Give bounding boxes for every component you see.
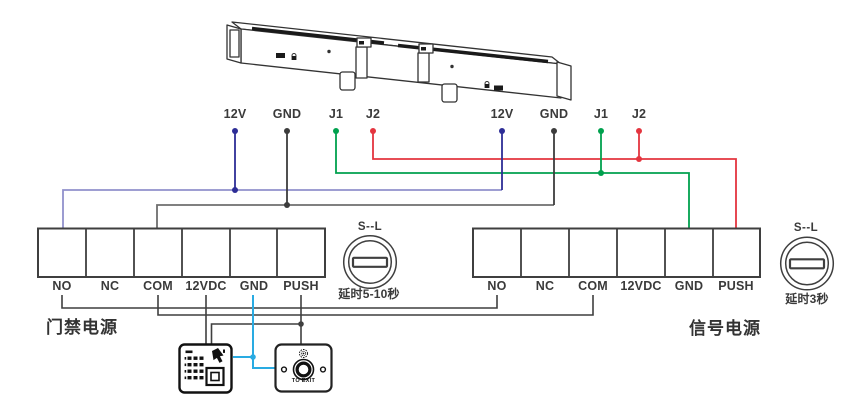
exit-button-ring-outer bbox=[292, 358, 315, 381]
terminal-label-com-right: COM bbox=[578, 279, 608, 293]
maglock-padlock-right-body bbox=[484, 84, 490, 88]
dot-12v-left bbox=[232, 128, 238, 134]
dot-gnd-right bbox=[551, 128, 557, 134]
maglock-label-plate-left bbox=[276, 53, 285, 58]
maglock-label-plate-right bbox=[494, 85, 503, 91]
lock-terminal-j1-right: J1 bbox=[593, 107, 609, 121]
maglock-bracket-left bbox=[355, 46, 368, 79]
dot-gnd-left bbox=[284, 128, 290, 134]
lock-terminal-gnd-left: GND bbox=[272, 107, 302, 121]
maglock-foot-right bbox=[441, 83, 458, 103]
lock-terminal-12v-right: 12V bbox=[490, 107, 514, 121]
maglock-hole-left bbox=[327, 49, 331, 54]
terminal-label-push-right: PUSH bbox=[718, 279, 754, 293]
card-reader-inner bbox=[210, 371, 220, 382]
swipe-hand-icon bbox=[212, 348, 224, 363]
wire-gnd-cyan bbox=[252, 295, 275, 369]
wire-keypad-to-push bbox=[210, 323, 301, 345]
dot-12v-junction bbox=[232, 187, 238, 193]
exit-screw-hole-left bbox=[280, 366, 288, 373]
terminal-label-12vdc-right: 12VDC bbox=[620, 279, 662, 293]
dot-push-junction bbox=[298, 321, 304, 327]
terminal-label-12vdc-left: 12VDC bbox=[185, 279, 227, 293]
maglock-clip-right-detail bbox=[421, 47, 426, 51]
terminal-block-right-dividers bbox=[520, 228, 714, 277]
dot-j2-right bbox=[636, 128, 642, 134]
lock-terminal-j1-left: J1 bbox=[328, 107, 344, 121]
wire-com-to-com bbox=[157, 295, 594, 316]
terminal-block-left-dividers bbox=[85, 228, 278, 277]
terminal-label-gnd-left: GND bbox=[239, 279, 269, 293]
caption-signal-power: 信号电源 bbox=[689, 319, 761, 338]
timer-dial-right-slot bbox=[788, 258, 826, 270]
terminal-label-com-left: COM bbox=[143, 279, 173, 293]
maglock-left-tab bbox=[229, 29, 240, 58]
wire-junction-dots bbox=[232, 128, 642, 208]
maglock-front-face bbox=[240, 28, 562, 99]
exit-button-ring-inner bbox=[295, 361, 312, 378]
lock-terminal-gnd-right: GND bbox=[539, 107, 569, 121]
lock-terminal-j2-right: J2 bbox=[631, 107, 647, 121]
dot-j1-junction bbox=[598, 170, 604, 176]
terminal-label-no-right: NO bbox=[487, 279, 507, 293]
terminal-label-push-left: PUSH bbox=[283, 279, 319, 293]
exit-buzzer-icon bbox=[299, 349, 308, 358]
exit-button-icon bbox=[274, 343, 333, 393]
maglock-bracket-right bbox=[417, 52, 430, 83]
terminal-label-nc-left: NC bbox=[100, 279, 120, 293]
lock-wiring bbox=[62, 131, 737, 229]
lock-terminal-12v-left: 12V bbox=[223, 107, 247, 121]
timer-left-label: S--L bbox=[357, 221, 383, 233]
maglock-padlock-left-body bbox=[291, 56, 297, 60]
dot-gnd-junction bbox=[284, 202, 290, 208]
maglock-device-icon bbox=[226, 21, 572, 103]
terminal-label-gnd-right: GND bbox=[674, 279, 704, 293]
dot-12v-right bbox=[499, 128, 505, 134]
wire-gnd-bus bbox=[156, 204, 554, 229]
lower-wiring bbox=[61, 295, 594, 369]
timer-dial-left bbox=[342, 234, 398, 290]
terminal-label-nc-right: NC bbox=[535, 279, 555, 293]
timer-dial-right bbox=[779, 236, 835, 291]
lock-terminal-j2-left: J2 bbox=[365, 107, 381, 121]
terminal-block-right bbox=[472, 227, 761, 278]
caption-access-power: 门禁电源 bbox=[46, 318, 118, 337]
timer-right-label: S--L bbox=[793, 222, 819, 234]
dot-j1-right bbox=[598, 128, 604, 134]
exit-button-label: TO EXIT bbox=[291, 378, 316, 384]
terminal-label-no-left: NO bbox=[52, 279, 72, 293]
maglock-right-cap bbox=[556, 61, 572, 101]
terminal-block-left bbox=[37, 227, 326, 278]
wire-12v-bus bbox=[62, 189, 502, 229]
timer-right-delay: 延时3秒 bbox=[785, 292, 829, 306]
wire-j1-green bbox=[335, 131, 690, 229]
dot-j2-junction bbox=[636, 156, 642, 162]
timer-dial-left-slot bbox=[351, 256, 389, 268]
timer-left-delay: 延时5-10秒 bbox=[338, 287, 400, 301]
dot-j1-left bbox=[333, 128, 339, 134]
wire-no-to-no bbox=[61, 295, 498, 309]
maglock-clip-left-detail bbox=[359, 41, 364, 45]
access-keypad-icon bbox=[178, 343, 233, 394]
exit-screw-hole-right bbox=[319, 366, 327, 373]
keypad-keys bbox=[184, 356, 204, 380]
maglock-foot-left bbox=[339, 71, 356, 91]
dot-j2-left bbox=[370, 128, 376, 134]
maglock-hole-right bbox=[450, 64, 454, 69]
dot-cyan-junction bbox=[250, 354, 256, 360]
